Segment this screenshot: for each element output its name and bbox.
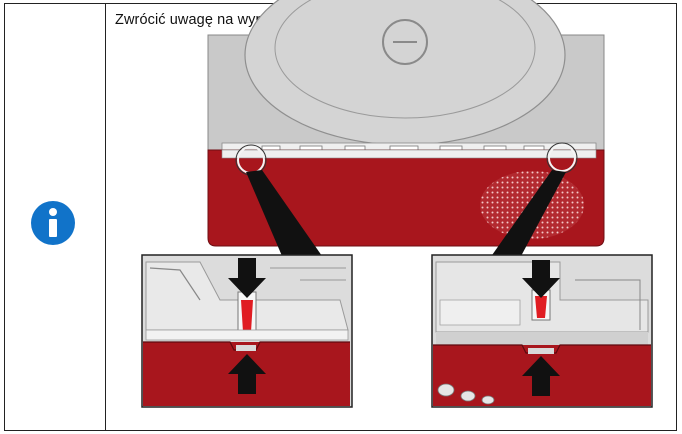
info-icon — [31, 201, 75, 245]
icon-cell — [5, 4, 105, 430]
arrow-up-icon — [522, 356, 560, 396]
arrow-down-icon — [522, 260, 560, 298]
arrow-down-icon — [228, 258, 266, 298]
detail-inset-right — [431, 254, 653, 408]
arrow-up-icon — [228, 354, 266, 394]
column-divider — [105, 4, 106, 430]
detail-inset-left — [141, 254, 353, 408]
